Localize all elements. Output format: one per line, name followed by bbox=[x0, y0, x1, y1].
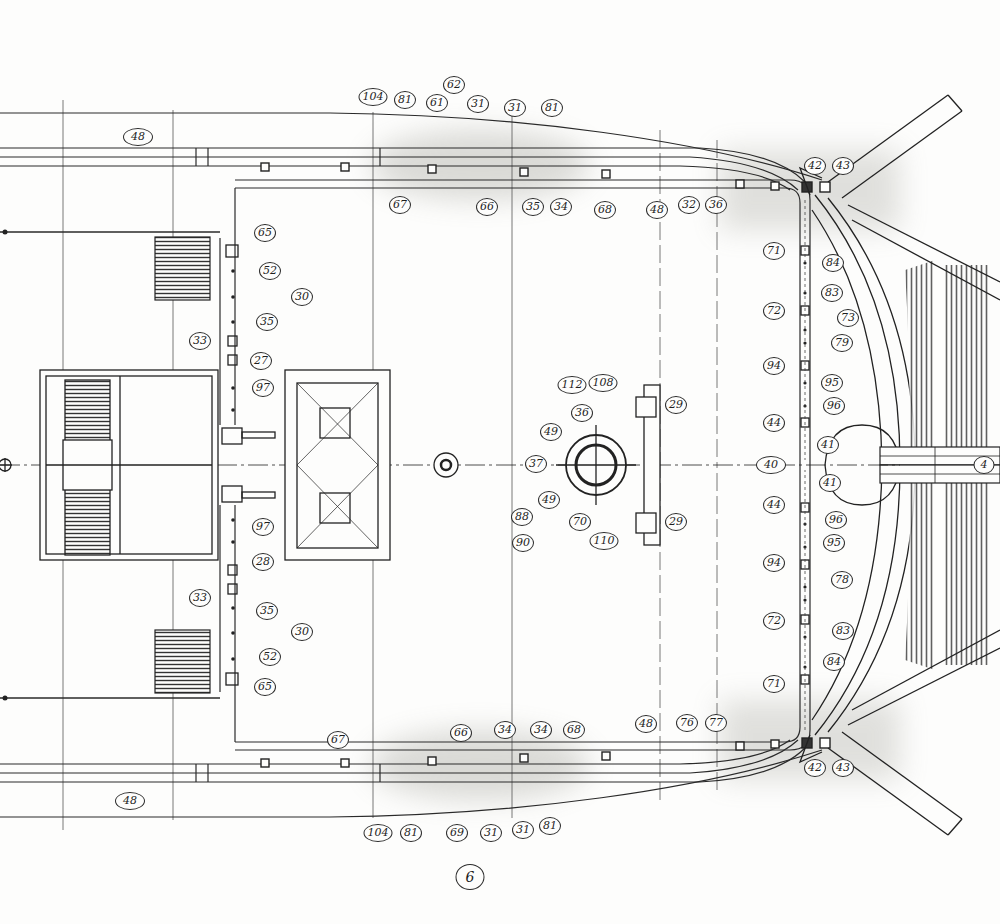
callout-number: 95 bbox=[823, 534, 845, 552]
callout-number: 81 bbox=[539, 817, 561, 835]
callout-number: 31 bbox=[504, 99, 526, 117]
callout-number: 97 bbox=[252, 379, 274, 397]
callout-number: 81 bbox=[394, 91, 416, 109]
callout-number: 69 bbox=[446, 824, 468, 842]
callout-number: 27 bbox=[250, 352, 272, 370]
callout-number: 62 bbox=[443, 76, 465, 94]
callout-number: 42 bbox=[804, 157, 826, 175]
callout-number: 41 bbox=[817, 436, 839, 454]
callout-number: 65 bbox=[254, 224, 276, 242]
callout-number: 97 bbox=[252, 518, 274, 536]
callout-number: 44 bbox=[763, 414, 785, 432]
callout-number: 81 bbox=[400, 824, 422, 842]
callout-number: 33 bbox=[189, 589, 211, 607]
callout-number: 67 bbox=[389, 196, 411, 214]
callout-number: 77 bbox=[705, 714, 727, 732]
callout-number: 88 bbox=[511, 508, 533, 526]
callout-number: 52 bbox=[259, 262, 281, 280]
callout-number: 30 bbox=[291, 623, 313, 641]
callout-number: 36 bbox=[571, 404, 593, 422]
callout-number: 48 bbox=[123, 128, 153, 146]
callout-number: 34 bbox=[530, 721, 552, 739]
callout-number: 29 bbox=[665, 396, 687, 414]
callout-number: 35 bbox=[522, 198, 544, 216]
callout-number: 30 bbox=[291, 288, 313, 306]
callout-number: 72 bbox=[763, 302, 785, 320]
callout-number: 83 bbox=[832, 622, 854, 640]
callout-number: 41 bbox=[819, 474, 841, 492]
callout-number: 71 bbox=[763, 675, 785, 693]
callout-number: 94 bbox=[763, 357, 785, 375]
callout-number: 33 bbox=[189, 332, 211, 350]
callout-number: 79 bbox=[831, 334, 853, 352]
callout-number: 49 bbox=[538, 491, 560, 509]
callout-number: 35 bbox=[256, 313, 278, 331]
callout-number: 84 bbox=[822, 254, 844, 272]
callout-number: 6 bbox=[456, 864, 485, 890]
callout-number: 61 bbox=[426, 94, 448, 112]
callout-number: 48 bbox=[635, 715, 657, 733]
callout-number: 49 bbox=[540, 423, 562, 441]
callout-number: 32 bbox=[678, 196, 700, 214]
callout-number: 66 bbox=[476, 198, 498, 216]
deck-fittings bbox=[0, 370, 900, 560]
callout-number: 96 bbox=[823, 397, 845, 415]
callout-number: 76 bbox=[676, 714, 698, 732]
callout-number: 42 bbox=[804, 759, 826, 777]
callout-number: 28 bbox=[252, 553, 274, 571]
callout-number: 43 bbox=[832, 759, 854, 777]
callout-number: 104 bbox=[359, 88, 388, 106]
callout-number: 112 bbox=[558, 376, 587, 394]
callout-number: 4 bbox=[974, 456, 995, 474]
callout-number: 31 bbox=[480, 824, 502, 842]
callout-number: 104 bbox=[364, 824, 393, 842]
callout-number: 29 bbox=[665, 513, 687, 531]
callout-number: 31 bbox=[512, 821, 534, 839]
callout-number: 72 bbox=[763, 612, 785, 630]
callout-number: 71 bbox=[763, 242, 785, 260]
callout-number: 37 bbox=[525, 455, 547, 473]
callout-number: 44 bbox=[763, 496, 785, 514]
callout-number: 48 bbox=[115, 792, 145, 810]
callout-number: 35 bbox=[256, 602, 278, 620]
callout-number: 40 bbox=[756, 456, 786, 474]
callout-number: 108 bbox=[589, 374, 618, 392]
callout-number: 70 bbox=[569, 513, 591, 531]
callout-number: 96 bbox=[825, 511, 847, 529]
callout-number: 90 bbox=[512, 534, 534, 552]
callout-number: 68 bbox=[563, 721, 585, 739]
callout-number: 73 bbox=[837, 309, 859, 327]
callout-number: 34 bbox=[494, 721, 516, 739]
callout-number: 110 bbox=[590, 532, 619, 550]
callout-number: 95 bbox=[821, 374, 843, 392]
callout-number: 43 bbox=[832, 157, 854, 175]
callout-number: 66 bbox=[450, 724, 472, 742]
callout-number: 94 bbox=[763, 554, 785, 572]
callout-number: 36 bbox=[705, 196, 727, 214]
callout-number: 65 bbox=[254, 678, 276, 696]
callout-number: 31 bbox=[467, 95, 489, 113]
callout-number: 34 bbox=[550, 198, 572, 216]
callout-number: 52 bbox=[259, 648, 281, 666]
callout-number: 67 bbox=[327, 731, 349, 749]
callout-number: 68 bbox=[594, 201, 616, 219]
callout-number: 84 bbox=[823, 653, 845, 671]
callout-number: 83 bbox=[821, 284, 843, 302]
callout-number: 81 bbox=[541, 99, 563, 117]
callout-number: 78 bbox=[831, 571, 853, 589]
callout-number: 48 bbox=[646, 201, 668, 219]
